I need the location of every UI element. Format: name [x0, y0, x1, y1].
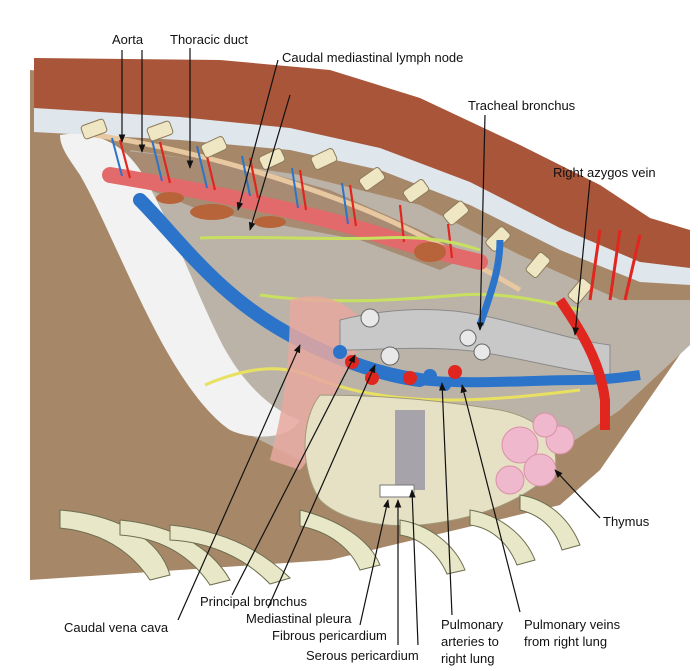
leader-thymus	[554, 469, 601, 519]
leader-lymph-node-2	[248, 94, 291, 231]
leader-tracheal-bronchus	[476, 114, 486, 331]
fibrous-pericardium-strip	[395, 410, 425, 490]
leader-pulmonary-arteries	[438, 382, 453, 616]
serous-pericardium-strip	[379, 484, 415, 498]
label-thymus: Thymus	[603, 514, 650, 529]
label-fibrous-pericardium: Fibrous pericardium	[272, 628, 387, 643]
label-serous-pericardium: Serous pericardium	[306, 648, 419, 663]
vertebrae	[80, 118, 593, 304]
label-pulmonary-arteries-line1: Pulmonary	[441, 617, 504, 632]
right-azygos-vein	[555, 297, 610, 430]
heart-pericardium	[304, 394, 557, 527]
label-pulmonary-arteries-line3: right lung	[441, 651, 495, 666]
leader-fibrous-pericardium	[359, 499, 390, 626]
leader-right-azygos	[572, 179, 591, 336]
label-mediastinal-pleura: Mediastinal pleura	[246, 611, 352, 626]
label-thoracic-duct: Thoracic duct	[170, 32, 249, 47]
diaphragm	[60, 133, 300, 437]
epaxial-muscle	[34, 58, 690, 268]
label-right-azygos-vein: Right azygos vein	[553, 165, 656, 180]
thymus	[495, 412, 575, 495]
pulmonary-veins	[419, 370, 641, 388]
dorsal-vagal-trunk	[199, 235, 481, 252]
caudal-mediastinal-lymph-nodes	[156, 192, 446, 262]
label-caudal-vena-cava: Caudal vena cava	[64, 620, 169, 635]
intercostal-veins	[111, 137, 349, 225]
leader-caudal-vena-cava	[177, 344, 301, 621]
label-pulmonary-veins-line1: Pulmonary veins	[524, 617, 621, 632]
leader-lines	[118, 48, 601, 646]
leader-principal-bronchus	[231, 354, 356, 596]
tracheal-bronchus-vein	[476, 239, 504, 327]
label-aorta: Aorta	[112, 32, 144, 47]
label-pulmonary-arteries-line2: arteries to	[441, 634, 499, 649]
label-principal-bronchus: Principal bronchus	[200, 594, 307, 609]
leader-mediastinal-pleura	[267, 364, 376, 609]
leader-serous-pericardium-2	[408, 489, 419, 646]
leader-pulmonary-veins	[460, 384, 521, 613]
label-caudal-mediastinal-lymph-node: Caudal mediastinal lymph node	[282, 50, 464, 65]
cranial-vessels	[588, 229, 642, 301]
label-tracheal-bronchus: Tracheal bronchus	[468, 98, 576, 113]
leader-lymph-node	[236, 59, 279, 211]
label-pulmonary-veins-line2: from right lung	[524, 634, 608, 649]
phrenic-nerve	[204, 367, 581, 402]
